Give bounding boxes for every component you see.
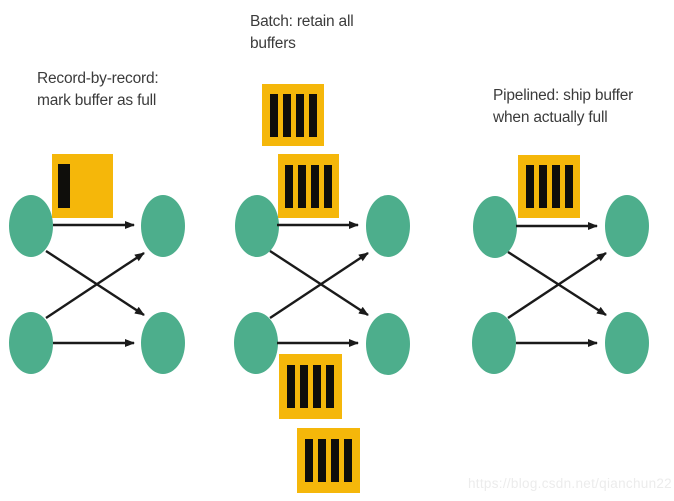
panel-label-line: Batch: retain all bbox=[250, 13, 354, 30]
panel-label-line: Record-by-record: bbox=[37, 70, 159, 87]
panel-label-line: buffers bbox=[250, 35, 296, 52]
buffer-box bbox=[52, 154, 113, 218]
arrow-p1-diag-down bbox=[45, 249, 145, 317]
buffer-bar bbox=[295, 93, 304, 137]
buffer-bar bbox=[324, 164, 332, 208]
buffer-bar bbox=[285, 164, 293, 208]
node-lower-right bbox=[366, 313, 410, 375]
buffer-bar bbox=[331, 439, 339, 482]
buffer-bar bbox=[344, 439, 352, 482]
buffer-bar bbox=[318, 439, 326, 482]
buffer-bar bbox=[551, 165, 560, 208]
buffer-bar bbox=[313, 365, 321, 408]
buffer-bar bbox=[326, 365, 334, 408]
buffer-bar bbox=[298, 164, 306, 208]
buffer-bar bbox=[308, 93, 317, 137]
buffer-box bbox=[279, 354, 342, 419]
buffer-bar bbox=[311, 164, 319, 208]
node-lower-right bbox=[605, 312, 649, 374]
panel-label-pipelined: Pipelined: ship buffer when actually ful… bbox=[493, 85, 633, 129]
node-upper-left bbox=[473, 196, 517, 258]
arrow-p2-diag-down bbox=[269, 249, 369, 317]
arrow-p3-diag-down bbox=[507, 250, 607, 317]
panel-label-line: mark buffer as full bbox=[37, 92, 157, 109]
buffer-box bbox=[278, 154, 339, 218]
buffer-box bbox=[262, 84, 324, 146]
node-upper-left bbox=[235, 195, 279, 257]
panel-label-line: Pipelined: ship buffer bbox=[493, 87, 634, 104]
buffer-bar bbox=[282, 93, 291, 137]
node-lower-right bbox=[141, 312, 185, 374]
buffer-bar bbox=[300, 365, 308, 408]
arrow-p1-diag-up bbox=[45, 251, 145, 320]
buffer-bar bbox=[564, 165, 573, 208]
buffer-box bbox=[297, 428, 360, 493]
buffer-bar bbox=[305, 439, 313, 482]
node-upper-right bbox=[141, 195, 185, 257]
panel-label-line: when actually full bbox=[493, 109, 608, 126]
panel-label-record-by-record: Record-by-record: mark buffer as full bbox=[37, 68, 159, 112]
node-upper-right bbox=[366, 195, 410, 257]
node-upper-left bbox=[9, 195, 53, 257]
buffer-bar bbox=[538, 165, 547, 208]
arrow-p2-diag-up bbox=[269, 251, 369, 320]
watermark: https://blog.csdn.net/qianchun22 bbox=[468, 476, 672, 491]
node-lower-left bbox=[234, 312, 278, 374]
arrow-p3-diag-up bbox=[507, 251, 607, 320]
node-lower-left bbox=[472, 312, 516, 374]
buffer-box bbox=[518, 155, 580, 218]
panel-label-batch: Batch: retain all buffers bbox=[250, 11, 354, 55]
node-upper-right bbox=[605, 195, 649, 257]
buffer-bar bbox=[525, 165, 534, 208]
buffer-bar bbox=[269, 93, 278, 137]
buffer-bar bbox=[58, 164, 70, 208]
node-lower-left bbox=[9, 312, 53, 374]
buffer-bar bbox=[287, 365, 295, 408]
